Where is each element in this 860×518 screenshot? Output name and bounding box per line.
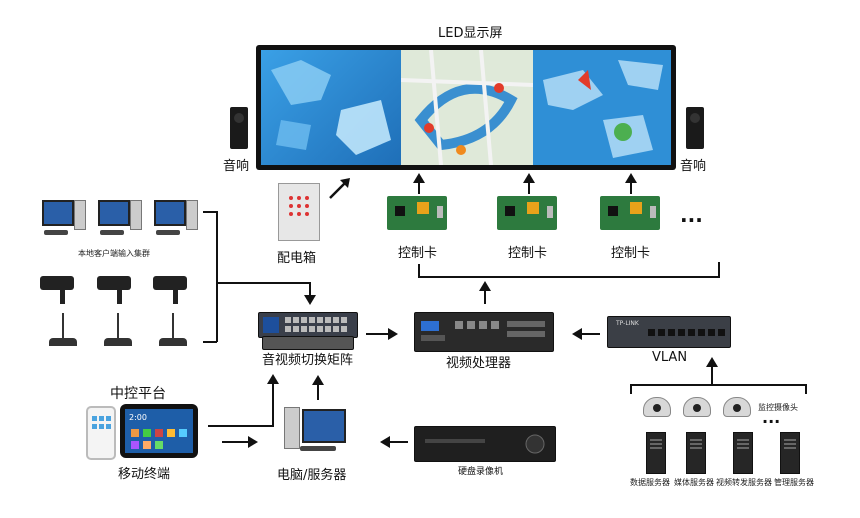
control-card-icon (387, 196, 447, 230)
vp-up-arrow (479, 281, 491, 291)
switch-brand: TP-LINK (616, 320, 639, 327)
bus-drop-1 (418, 264, 420, 277)
video-processor-label: 视频处理器 (446, 356, 512, 371)
pc-server-label: 电脑/服务器 (277, 468, 347, 483)
mobile-terminal-label: 移动终端 (118, 467, 171, 482)
camera-icon (97, 276, 131, 290)
camera-ellipsis: ··· (762, 412, 781, 431)
monitor-bracket-left (630, 384, 632, 394)
pc-icon (98, 200, 130, 226)
control-card-2-label: 控制卡 (508, 246, 548, 261)
server-icon (780, 432, 800, 474)
phone-icon (86, 406, 116, 460)
vlan-label: VLAN (652, 350, 688, 365)
cluster-down-arrow (304, 295, 316, 305)
card3-up-arrow (625, 173, 637, 183)
control-card-icon (497, 196, 557, 230)
camera-icon (153, 276, 187, 290)
led-panel-world-map (533, 50, 671, 165)
led-panel-map-light (261, 50, 401, 165)
arrow-power-to-led (329, 178, 350, 199)
pc-icon (154, 200, 186, 226)
data-server-label: 数据服务器 (630, 478, 670, 487)
video-processor-icon (414, 312, 554, 352)
dome-camera-icon (643, 397, 671, 417)
vlan-to-vp-line (580, 333, 600, 335)
tablet-clock: 2:00 (129, 413, 147, 422)
speaker-right-label: 音响 (680, 159, 707, 174)
card1-up-line (418, 182, 420, 194)
control-card-icon (600, 196, 660, 230)
matrix-to-vp-arrow (388, 328, 398, 340)
world-map-icon (543, 60, 663, 158)
switch-icon: TP-LINK (607, 316, 731, 348)
led-panel-city-map (400, 49, 534, 166)
dvr-icon (414, 426, 556, 462)
video-relay-server-label: 视频转发服务器 (716, 478, 772, 487)
dvr-to-server-line (388, 441, 408, 443)
microphone-icon (172, 313, 174, 339)
server-up-arrow (312, 375, 324, 385)
server-up-line (317, 384, 319, 400)
card2-up-line (528, 182, 530, 194)
dome-camera-icon (683, 397, 711, 417)
speaker-icon (686, 107, 704, 149)
microphone-icon (117, 313, 119, 339)
dome-camera-icon (723, 397, 751, 417)
bracket-vertical (216, 211, 218, 342)
matrix-device-icon (258, 312, 358, 338)
server-icon (646, 432, 666, 474)
control-to-matrix-line (208, 425, 274, 427)
monitor-up-arrow (706, 357, 718, 367)
monitor-up-line (711, 359, 713, 375)
map-outline-icon (271, 60, 391, 155)
speaker-icon (230, 107, 248, 149)
monitor-bracket-top (630, 384, 806, 386)
cluster-down-line (309, 282, 311, 296)
card-bus-line (418, 276, 720, 278)
tablet-icon: 2:00 (120, 404, 198, 458)
local-client-cluster-label: 本地客户端输入集群 (78, 249, 150, 258)
card3-up-line (630, 182, 632, 194)
central-control-title: 中控平台 (110, 386, 166, 402)
vlan-to-vp-arrow (572, 328, 582, 340)
bracket-top (203, 211, 217, 213)
control-to-server-arrow (248, 436, 258, 448)
microphone-icon (62, 313, 64, 339)
led-screen-title: LED显示屏 (438, 26, 503, 41)
matrix-to-vp-line (366, 333, 390, 335)
monitor-bracket-right (805, 384, 807, 394)
card2-up-arrow (523, 173, 535, 183)
management-server-label: 管理服务器 (774, 478, 814, 487)
server-icon (686, 432, 706, 474)
dvr-label: 硬盘录像机 (458, 467, 504, 477)
vp-up-line (484, 290, 486, 304)
card1-up-arrow (413, 173, 425, 183)
media-server-label: 媒体服务器 (674, 478, 714, 487)
led-screen (256, 45, 676, 170)
monitor-bracket-stem (711, 374, 713, 386)
control-card-3-label: 控制卡 (611, 246, 651, 261)
av-matrix-label: 音视频切换矩阵 (262, 353, 354, 368)
pc-icon (42, 200, 74, 226)
city-map-icon (400, 49, 534, 166)
cluster-to-matrix-line (216, 282, 310, 284)
control-up-line (272, 382, 274, 427)
control-card-ellipsis: ··· (680, 208, 703, 232)
control-up-arrow (267, 374, 279, 384)
bus-drop-right (718, 262, 720, 278)
dvr-to-server-arrow (380, 436, 390, 448)
power-box-icon (278, 183, 320, 241)
control-card-1-label: 控制卡 (398, 246, 438, 261)
monitor-camera-label: 监控摄像头 (758, 403, 798, 412)
power-box-label: 配电箱 (277, 251, 317, 266)
speaker-left-label: 音响 (223, 159, 250, 174)
pc-icon (302, 409, 346, 443)
control-to-server-line (222, 441, 250, 443)
server-icon (733, 432, 753, 474)
camera-icon (40, 276, 74, 290)
bracket-bottom (203, 341, 217, 343)
